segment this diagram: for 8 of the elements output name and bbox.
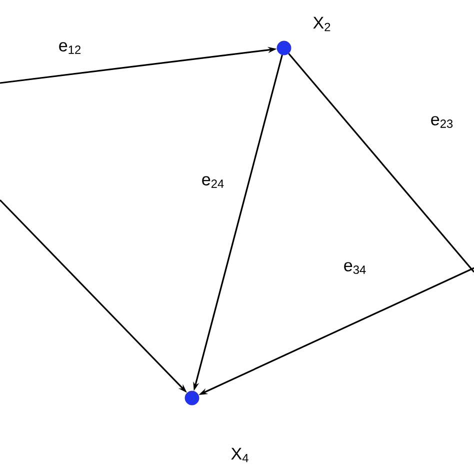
vertex-dot	[184, 390, 200, 406]
vertex-label: X$_{4}$	[231, 448, 248, 462]
edge-label: e$_{23}$	[429, 115, 455, 129]
edge-label: e$_{12}$	[57, 41, 83, 55]
vertex-label: X$_{2}$	[313, 16, 330, 32]
vertex-dot	[276, 40, 292, 56]
edge-label: e$_{24}$	[200, 175, 226, 189]
edge-label: e$_{34}$	[342, 261, 368, 275]
